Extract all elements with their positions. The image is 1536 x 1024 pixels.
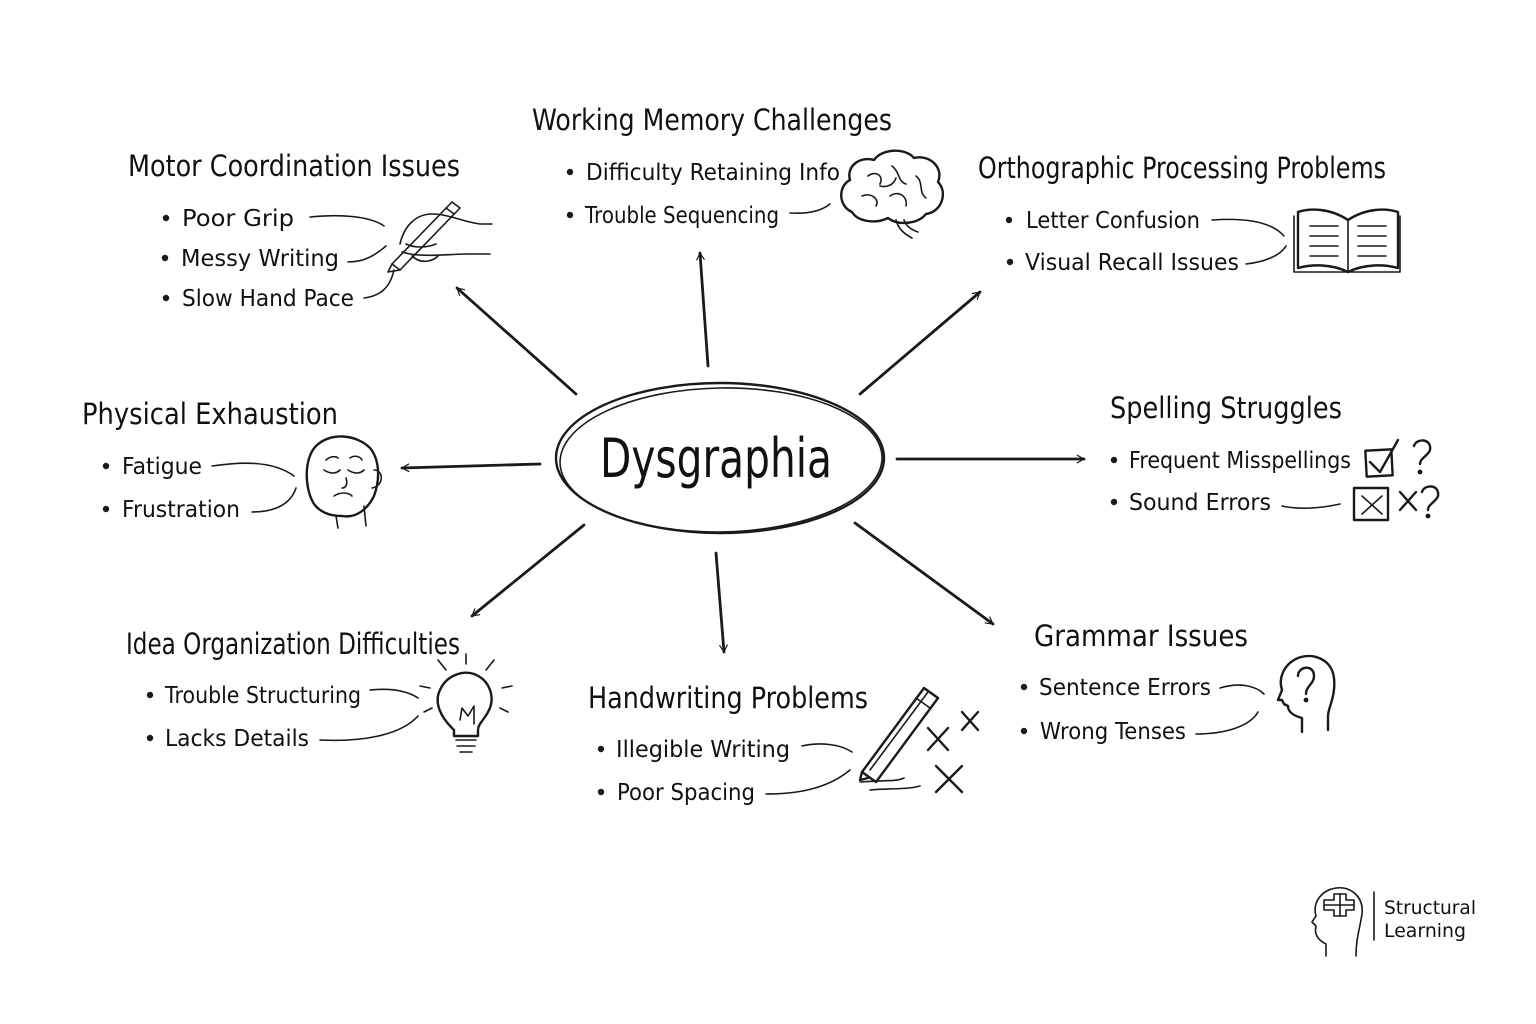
- branch-item: Frequent Misspellings: [1129, 448, 1351, 474]
- bullet: [1020, 727, 1028, 735]
- bullet: [566, 211, 574, 219]
- head-puzzle-logo-icon: [1311, 887, 1375, 957]
- arrow-memory: [696, 251, 710, 368]
- pencil-cross-icon: [858, 686, 980, 794]
- connector: [251, 487, 297, 513]
- connector: [1281, 503, 1341, 509]
- arrow-hand: [714, 551, 728, 654]
- branch-item: Difficulty Retaining Info: [586, 160, 840, 186]
- branch-item: Visual Recall Issues: [1025, 250, 1239, 276]
- bullet: [1005, 216, 1013, 224]
- branch-motor: Motor Coordination Issues Poor Grip Mess…: [128, 149, 493, 312]
- lightbulb-icon: [419, 653, 513, 753]
- branch-item: Poor Spacing: [617, 780, 755, 806]
- checkbox-question-icon: [1352, 438, 1440, 522]
- bullet: [1110, 456, 1118, 464]
- connector: [211, 462, 295, 477]
- arrow-grammar: [853, 521, 995, 626]
- connector: [1211, 218, 1285, 237]
- bullet: [597, 745, 605, 753]
- brain-icon: [840, 149, 945, 239]
- branch-item: Illegible Writing: [616, 737, 790, 763]
- branch-idea: Idea Organization Difficulties Trouble S…: [126, 627, 513, 753]
- branch-item: Slow Hand Pace: [182, 286, 354, 312]
- connector: [363, 269, 395, 299]
- connector: [309, 214, 385, 227]
- bullet: [146, 691, 154, 699]
- connector: [319, 715, 419, 742]
- connector: [347, 245, 387, 263]
- brand-logo: Structural Learning: [1311, 887, 1476, 957]
- center-label: Dysgraphia: [600, 427, 832, 490]
- arrow-ortho: [858, 290, 982, 396]
- brand-line-2: Learning: [1384, 920, 1466, 942]
- branch-title: Handwriting Problems: [588, 681, 868, 715]
- center-ellipse-sketch: [559, 387, 883, 533]
- bullet: [597, 788, 605, 796]
- branch-item: Letter Confusion: [1026, 208, 1200, 234]
- bullet: [1020, 683, 1028, 691]
- branch-title: Physical Exhaustion: [82, 397, 338, 431]
- bullet: [1006, 258, 1014, 266]
- bullet: [566, 168, 574, 176]
- connector: [789, 203, 831, 215]
- arrow-exhaust: [400, 462, 542, 473]
- branch-title: Working Memory Challenges: [532, 103, 892, 137]
- branch-memory: Working Memory Challenges Difficulty Ret…: [532, 103, 945, 239]
- head-question-icon: [1276, 654, 1336, 734]
- branch-hand: Handwriting Problems Illegible Writing P…: [588, 681, 980, 806]
- connector: [1219, 684, 1265, 695]
- open-book-icon: [1293, 208, 1401, 274]
- bullet: [146, 734, 154, 742]
- branch-title: Grammar Issues: [1034, 619, 1248, 653]
- branch-item: Sentence Errors: [1039, 675, 1211, 701]
- branch-item: Fatigue: [122, 454, 202, 480]
- branch-title: Orthographic Processing Problems: [978, 151, 1386, 185]
- connector: [369, 688, 419, 699]
- brand-line-1: Structural: [1384, 897, 1476, 919]
- arrow-idea: [470, 523, 586, 618]
- branch-ortho: Orthographic Processing Problems Letter …: [978, 151, 1401, 276]
- writing-hand-icon: [387, 201, 493, 273]
- bullet: [161, 254, 169, 262]
- connector: [1195, 711, 1259, 735]
- bullet: [102, 462, 110, 470]
- tired-face-icon: [305, 435, 383, 529]
- center-node: Dysgraphia: [554, 381, 886, 535]
- branch-grammar: Grammar Issues Sentence Errors Wrong Ten…: [1020, 619, 1336, 745]
- arrows: [400, 251, 1086, 654]
- branch-item: Lacks Details: [165, 726, 309, 752]
- branch-item: Trouble Structuring: [164, 683, 361, 709]
- branch-title: Spelling Struggles: [1110, 391, 1342, 425]
- branch-item: Sound Errors: [1129, 490, 1271, 516]
- bullet: [162, 294, 170, 302]
- connector: [801, 743, 853, 753]
- bullet: [102, 505, 110, 513]
- branch-item: Messy Writing: [181, 246, 339, 272]
- branch-item: Poor Grip: [182, 206, 294, 232]
- branch-exhaust: Physical Exhaustion Fatigue Frustration: [82, 397, 383, 529]
- center-ellipse: [554, 381, 886, 535]
- branch-item: Wrong Tenses: [1040, 719, 1186, 745]
- connector: [1245, 245, 1287, 265]
- branch-title: Idea Organization Difficulties: [126, 627, 460, 661]
- bullet: [1110, 498, 1118, 506]
- branch-title: Motor Coordination Issues: [128, 149, 460, 183]
- branch-item: Trouble Sequencing: [584, 203, 779, 229]
- bullet: [162, 214, 170, 222]
- arrow-motor: [455, 286, 578, 396]
- branch-item: Frustration: [122, 497, 240, 523]
- branch-spelling: Spelling Struggles Frequent Misspellings…: [1110, 391, 1440, 522]
- connector: [765, 769, 851, 795]
